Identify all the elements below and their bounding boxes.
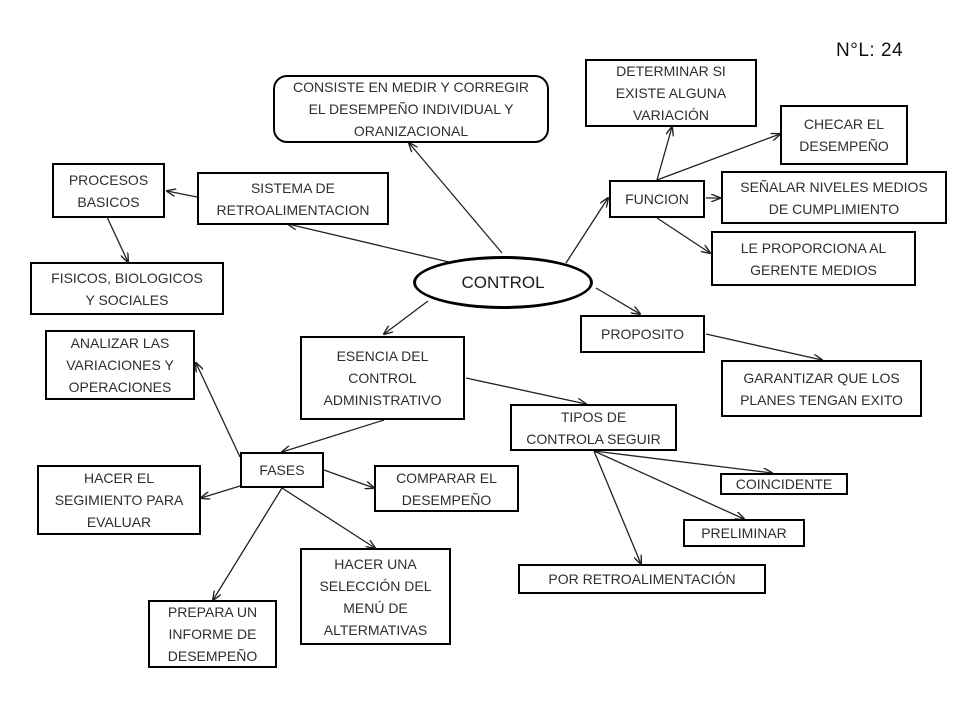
node-fisicos: FISICOS, BIOLOGICOS Y SOCIALES bbox=[30, 262, 224, 315]
node-esencia: ESENCIA DEL CONTROL ADMINISTRATIVO bbox=[300, 336, 465, 420]
arrow-tipos-to-preliminar bbox=[593, 450, 744, 519]
node-proporciona: LE PROPORCIONA AL GERENTE MEDIOS bbox=[711, 231, 916, 286]
arrow-control-to-proposito bbox=[595, 287, 640, 314]
arrow-fases-to-prepara bbox=[213, 487, 283, 600]
node-preliminar: PRELIMINAR bbox=[683, 519, 805, 547]
node-procesos: PROCESOS BASICOS bbox=[52, 163, 165, 218]
node-hacer-seguimiento: HACER EL SEGIMIENTO PARA EVALUAR bbox=[37, 465, 201, 535]
list-number-label: N°L: 24 bbox=[836, 40, 904, 61]
node-control: CONTROL bbox=[413, 256, 593, 309]
arrow-tipos-to-coincidente bbox=[593, 450, 772, 473]
node-determinar: DETERMINAR SI EXISTE ALGUNA VARIACIÓN bbox=[585, 59, 757, 127]
arrow-funcion-to-determinar bbox=[656, 127, 672, 181]
arrow-fases-to-hacer-seguimiento bbox=[201, 485, 241, 498]
arrow-proposito-to-garantizar bbox=[705, 333, 822, 360]
node-consiste: CONSISTE EN MEDIR Y CORREGIR EL DESEMPEÑ… bbox=[273, 75, 549, 143]
node-hacer-seleccion: HACER UNA SELECCIÓN DEL MENÚ DE ALTERMAT… bbox=[300, 548, 451, 645]
arrow-control-to-esencia bbox=[384, 300, 429, 334]
arrow-control-to-funcion bbox=[565, 198, 608, 264]
arrow-control-to-consiste bbox=[409, 143, 503, 254]
node-senalar: SEÑALAR NIVELES MEDIOS DE CUMPLIMIENTO bbox=[721, 171, 947, 224]
arrow-control-to-sistema bbox=[288, 224, 454, 264]
arrow-tipos-to-por-retroalimentacion bbox=[593, 450, 641, 564]
arrow-sistema-to-procesos bbox=[167, 191, 198, 198]
node-fases: FASES bbox=[240, 452, 324, 488]
arrow-esencia-to-fases bbox=[282, 419, 385, 452]
node-analizar: ANALIZAR LAS VARIACIONES Y OPERACIONES bbox=[45, 330, 195, 400]
node-coincidente: COINCIDENTE bbox=[720, 473, 848, 495]
arrow-fases-to-analizar bbox=[196, 363, 241, 458]
arrow-procesos-to-fisicos bbox=[106, 216, 128, 262]
arrow-esencia-to-tipos bbox=[465, 377, 586, 404]
node-tipos: TIPOS DE CONTROLA SEGUIR bbox=[510, 404, 677, 451]
node-funcion: FUNCION bbox=[609, 180, 705, 218]
node-por-retroalimentacion: POR RETROALIMENTACIÓN bbox=[518, 564, 766, 594]
arrow-fases-to-hacer-seleccion bbox=[281, 487, 375, 548]
node-comparar: COMPARAR EL DESEMPEÑO bbox=[374, 465, 519, 512]
arrow-fases-to-comparar bbox=[323, 469, 374, 488]
arrow-funcion-to-proporciona bbox=[656, 217, 710, 253]
node-checar: CHECAR EL DESEMPEÑO bbox=[780, 105, 908, 165]
node-proposito: PROPOSITO bbox=[580, 315, 705, 353]
node-prepara: PREPARA UN INFORME DE DESEMPEÑO bbox=[148, 600, 277, 668]
arrow-funcion-to-checar bbox=[656, 134, 780, 181]
node-sistema: SISTEMA DE RETROALIMENTACION bbox=[197, 172, 389, 225]
node-garantizar: GARANTIZAR QUE LOS PLANES TENGAN EXITO bbox=[721, 360, 922, 417]
